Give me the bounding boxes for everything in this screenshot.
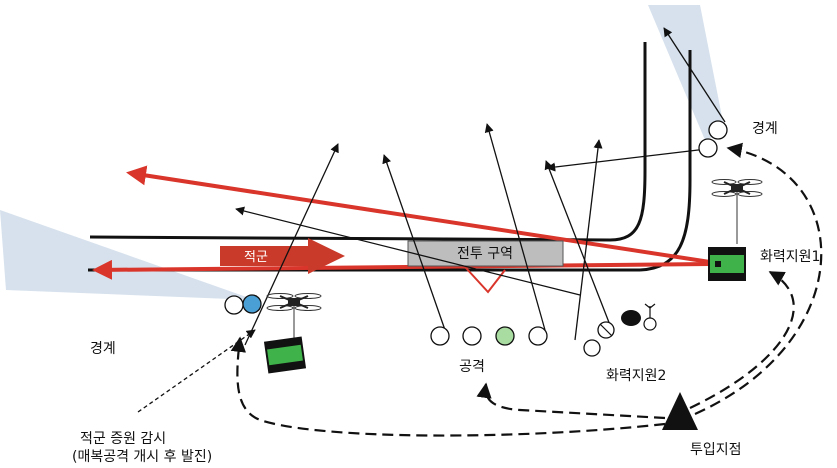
dashed-path-insertion-to-fs1 [689, 271, 795, 409]
antenna-icon [643, 303, 657, 331]
fire-arrow-5 [544, 160, 611, 326]
fire-arrow-3 [484, 123, 546, 331]
dashed-path-insertion-to-right-boundary [694, 142, 823, 416]
road-upper-line [89, 235, 611, 242]
enemy-fire-line-upper [126, 165, 711, 264]
enemy-label: 적군 [244, 250, 268, 265]
fire-arrow-7 [546, 147, 716, 172]
fire-arrow-1 [244, 143, 339, 346]
monitor-label-line2: (매복공격 개시 후 발진) [72, 449, 212, 465]
quadcopter-drone-icon [266, 293, 322, 338]
fire-support-2-unit [583, 339, 601, 357]
impact-marker [465, 267, 506, 294]
right-boundary-label: 경계 [752, 121, 778, 137]
dashed-path-monitor [137, 329, 256, 413]
dashed-path-insertion-to-left [230, 336, 666, 437]
right-observation-sector [648, 5, 725, 140]
combat-zone-label: 전투 구역 [457, 246, 513, 262]
attack-unit-3 [495, 326, 515, 346]
fire-arrow-6 [574, 139, 603, 341]
fire-arrow-4 [235, 206, 581, 296]
attack-unit-4 [528, 326, 548, 346]
dashed-path-insertion-to-attack [476, 382, 666, 420]
ground-vehicle-icon [263, 336, 307, 374]
fire-support-2-label: 화력지원2 [606, 368, 666, 384]
unit-circle-white-left [224, 295, 244, 315]
attack-unit-1 [430, 326, 450, 346]
road-lower-curve [639, 50, 692, 272]
fire-arrow-2 [382, 154, 446, 331]
attack-unit-2 [462, 326, 482, 346]
left-boundary-label: 경계 [90, 341, 116, 357]
enemy-arrow [220, 238, 345, 274]
unit-circle-blue [242, 294, 262, 314]
fire-support-1-label: 화력지원1 [760, 249, 820, 265]
left-observation-sector [0, 210, 255, 300]
fire-support-2-black-unit [621, 310, 641, 326]
right-boundary-unit-1 [708, 120, 728, 140]
road-upper-curve [609, 42, 647, 242]
combat-zone-box [407, 240, 564, 267]
enemy-fire-line-lower [92, 259, 711, 280]
fire-support-2-cross [599, 323, 613, 337]
quadcopter-drone-icon [711, 179, 763, 244]
monitor-label-line1: 적군 증원 감시 [80, 431, 166, 447]
right-boundary-unit-2 [698, 138, 718, 158]
insertion-point-label: 투입지점 [690, 442, 742, 458]
attack-label: 공격 [459, 359, 485, 375]
ground-vehicle-icon [708, 247, 746, 281]
triangle-marker-icon [662, 392, 698, 430]
fire-arrow-8 [663, 27, 726, 123]
